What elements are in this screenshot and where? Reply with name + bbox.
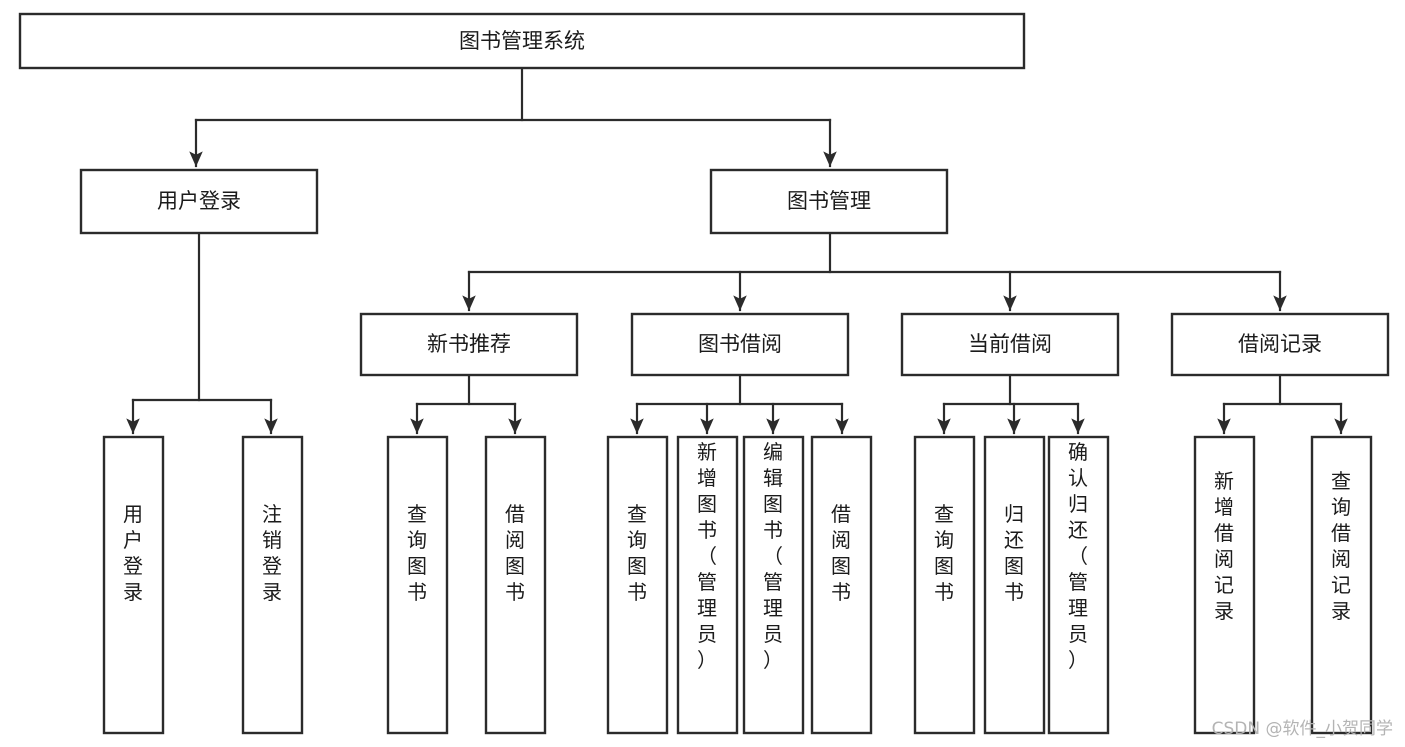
- node-book-manage-label: 图书管理: [787, 189, 871, 213]
- leaf-borrow-record-1[interactable]: 新增借阅记录: [1193, 435, 1256, 735]
- leaf-book-borrow-3-box: [742, 435, 805, 735]
- leaf-user-login-2-box: [241, 435, 304, 735]
- node-book-borrow-label: 图书借阅: [698, 332, 782, 356]
- leaf-borrow-record-1-label: 新增借阅记录: [1214, 469, 1234, 623]
- leaf-current-borrow-3-box: [1047, 435, 1110, 735]
- node-current-borrow[interactable]: 当前借阅: [900, 312, 1120, 377]
- leaf-current-borrow-1[interactable]: 查询图书: [913, 435, 976, 735]
- leaf-current-borrow-3-label: 确认归还（管理员）: [1068, 440, 1088, 672]
- node-user-login[interactable]: 用户登录: [79, 168, 319, 235]
- node-borrow-record-label: 借阅记录: [1238, 332, 1322, 356]
- node-new-book-recommend[interactable]: 新书推荐: [359, 312, 579, 377]
- node-book-manage[interactable]: 图书管理: [709, 168, 949, 235]
- connector-group-current-borrow: [937, 373, 1085, 435]
- leaf-book-borrow-4-label: 借阅图书: [831, 502, 851, 604]
- node-current-borrow-label: 当前借阅: [968, 332, 1052, 356]
- node-borrow-record-box: [1170, 312, 1390, 377]
- connector-group-root: [189, 66, 837, 168]
- leaf-new-book-2-label: 借阅图书: [505, 502, 525, 604]
- leaf-user-login-1-label: 用户登录: [123, 502, 143, 604]
- leaf-book-borrow-4-box: [810, 435, 873, 735]
- leaf-borrow-record-2[interactable]: 查询借阅记录: [1310, 435, 1373, 735]
- leaf-current-borrow-1-label: 查询图书: [934, 502, 954, 604]
- leaf-new-book-1-label: 查询图书: [407, 502, 427, 604]
- node-current-borrow-box: [900, 312, 1120, 377]
- leaf-book-borrow-4[interactable]: 借阅图书: [810, 435, 873, 735]
- leaf-current-borrow-3[interactable]: 确认归还（管理员）: [1047, 435, 1110, 735]
- leaf-user-login-1-box: [102, 435, 165, 735]
- leaf-book-borrow-3[interactable]: 编辑图书（管理员）: [742, 435, 805, 735]
- node-root-system[interactable]: 图书管理系统: [18, 12, 1026, 70]
- node-book-borrow[interactable]: 图书借阅: [630, 312, 850, 377]
- node-book-manage-box: [709, 168, 949, 235]
- leaf-book-borrow-1-label: 查询图书: [627, 502, 647, 604]
- connector-group-user-login: [126, 231, 278, 435]
- node-borrow-record[interactable]: 借阅记录: [1170, 312, 1390, 377]
- leaf-book-borrow-3-label: 编辑图书（管理员）: [763, 440, 783, 672]
- connector-group-book-manage: [462, 231, 1287, 312]
- node-new-book-recommend-box: [359, 312, 579, 377]
- leaf-new-book-1-box: [386, 435, 449, 735]
- node-root-box: [18, 12, 1026, 70]
- leaf-borrow-record-1-box: [1193, 435, 1256, 735]
- node-book-borrow-box: [630, 312, 850, 377]
- leaf-current-borrow-1-box: [913, 435, 976, 735]
- leaf-book-borrow-1[interactable]: 查询图书: [606, 435, 669, 735]
- leaf-book-borrow-2[interactable]: 新增图书（管理员）: [676, 435, 739, 735]
- node-user-login-box: [79, 168, 319, 235]
- connector-group-book-borrow: [630, 373, 849, 435]
- leaf-book-borrow-1-box: [606, 435, 669, 735]
- leaf-current-borrow-2-label: 归还图书: [1004, 502, 1024, 604]
- csdn-watermark: CSDN @软件_小贺同学: [1211, 719, 1393, 739]
- node-new-book-recommend-label: 新书推荐: [427, 332, 511, 356]
- node-root-label: 图书管理系统: [459, 29, 585, 53]
- connector-group-borrow-record: [1217, 373, 1348, 435]
- leaf-user-login-2-label: 注销登录: [262, 502, 282, 604]
- leaf-borrow-record-2-label: 查询借阅记录: [1331, 469, 1351, 623]
- leaf-book-borrow-2-box: [676, 435, 739, 735]
- leaf-borrow-record-2-box: [1310, 435, 1373, 735]
- leaf-new-book-2[interactable]: 借阅图书: [484, 435, 547, 735]
- leaf-user-login-1[interactable]: 用户登录: [102, 435, 165, 735]
- node-user-login-label: 用户登录: [157, 189, 241, 213]
- leaf-book-borrow-2-label: 新增图书（管理员）: [697, 440, 717, 672]
- leaf-user-login-2[interactable]: 注销登录: [241, 435, 304, 735]
- connector-group-new-book: [410, 373, 522, 435]
- leaf-current-borrow-2[interactable]: 归还图书: [983, 435, 1046, 735]
- leaf-current-borrow-2-box: [983, 435, 1046, 735]
- leaf-new-book-1[interactable]: 查询图书: [386, 435, 449, 735]
- leaf-new-book-2-box: [484, 435, 547, 735]
